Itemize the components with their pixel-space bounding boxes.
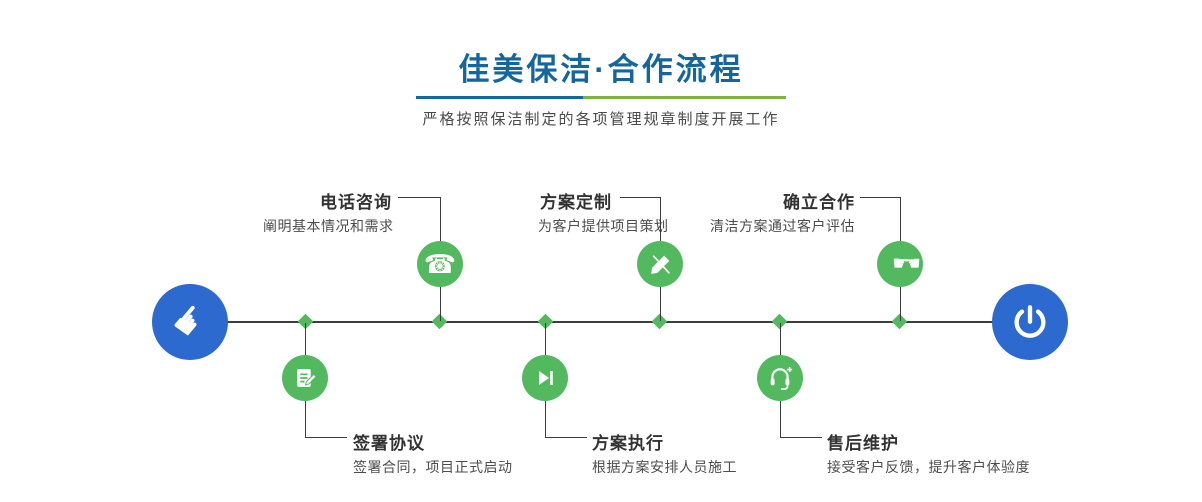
connector-line bbox=[660, 197, 661, 241]
connector-line bbox=[305, 437, 347, 438]
phone-icon: ☎ bbox=[423, 249, 457, 279]
step-title: 方案定制 bbox=[540, 193, 612, 212]
connector-line bbox=[305, 401, 306, 438]
step-desc: 为客户提供项目策划 bbox=[538, 218, 669, 234]
connector-line bbox=[900, 287, 901, 321]
step-title: 售后维护 bbox=[827, 434, 899, 453]
connector-line bbox=[545, 323, 546, 355]
headset-plus-icon bbox=[770, 367, 793, 391]
step-icon-circle bbox=[637, 241, 683, 287]
connector-line bbox=[440, 287, 441, 321]
connector-line bbox=[545, 401, 546, 438]
connector-line bbox=[780, 323, 781, 355]
step-desc: 根据方案安排人员施工 bbox=[592, 459, 737, 475]
hand-pointer-icon: ☛ bbox=[162, 294, 218, 348]
step-desc: 阐明基本情况和需求 bbox=[263, 218, 394, 234]
divider-blue-segment bbox=[416, 96, 583, 99]
connector-line bbox=[545, 437, 587, 438]
step-title: 确立合作 bbox=[783, 193, 855, 212]
start-node: ☛ bbox=[152, 284, 228, 360]
step-icon-circle bbox=[522, 355, 568, 401]
step-icon-circle: ☛☚ bbox=[877, 241, 923, 287]
end-node bbox=[992, 284, 1068, 360]
title-divider bbox=[416, 96, 786, 99]
page-title: 佳美保洁·合作流程 bbox=[458, 52, 744, 87]
step-title: 方案执行 bbox=[592, 434, 664, 453]
page-subtitle: 严格按照保洁制定的各项管理规章制度开展工作 bbox=[422, 111, 780, 128]
connector-line bbox=[440, 197, 441, 241]
step-desc: 签署合同，项目正式启动 bbox=[353, 459, 513, 475]
connector-line bbox=[900, 197, 901, 241]
document-pen-icon bbox=[296, 368, 317, 387]
step-title: 电话咨询 bbox=[320, 193, 392, 212]
connector-line bbox=[780, 401, 781, 438]
connector-line bbox=[860, 197, 900, 198]
pencil-icon bbox=[650, 254, 670, 274]
step-desc: 清洁方案通过客户评估 bbox=[710, 218, 855, 234]
step-icon-circle bbox=[282, 355, 328, 401]
play-icon bbox=[539, 371, 553, 385]
connector-line bbox=[398, 197, 440, 198]
power-icon bbox=[1014, 305, 1046, 338]
step-icon-circle: ☎ bbox=[417, 241, 463, 287]
timeline-line bbox=[190, 321, 1030, 323]
handshake-icon: ☛☚ bbox=[892, 253, 921, 275]
divider-green-segment bbox=[582, 96, 786, 99]
connector-line bbox=[620, 197, 660, 198]
connector-line bbox=[305, 323, 306, 355]
step-icon-circle bbox=[757, 355, 803, 401]
step-desc: 接受客户反馈，提升客户体验度 bbox=[827, 459, 1030, 475]
step-title: 签署协议 bbox=[353, 434, 425, 453]
connector-line bbox=[780, 437, 822, 438]
connector-line bbox=[660, 287, 661, 321]
